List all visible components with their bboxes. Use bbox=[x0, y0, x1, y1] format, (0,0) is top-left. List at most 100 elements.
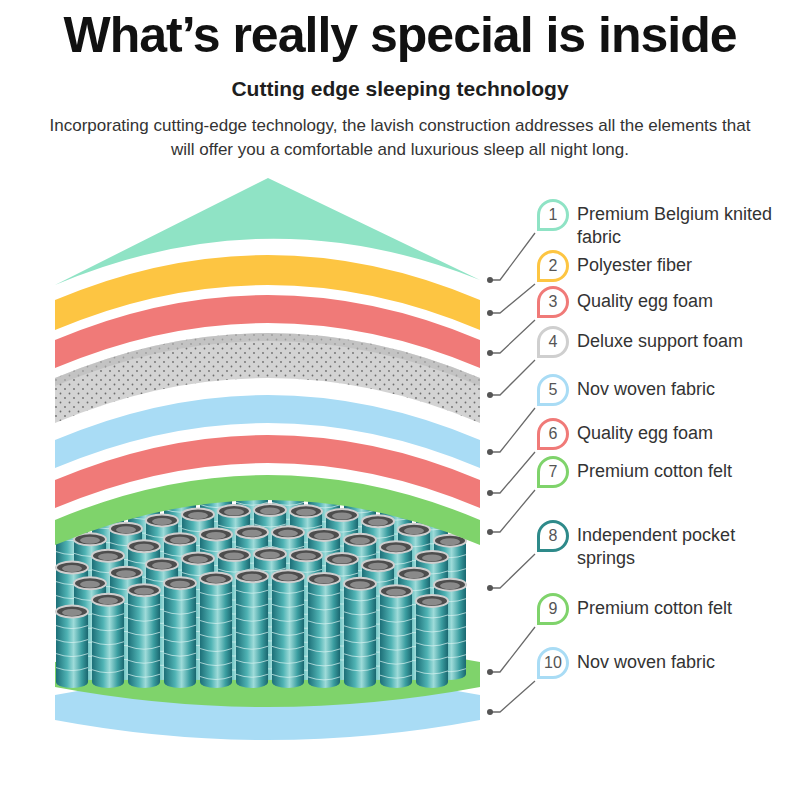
callout: 3Quality egg foam bbox=[537, 286, 782, 318]
layer-name: Quality egg foam bbox=[577, 286, 782, 313]
spring-top bbox=[398, 568, 430, 580]
spring-top-inner bbox=[224, 553, 244, 560]
spring-coil bbox=[128, 604, 160, 607]
spring-coil bbox=[380, 619, 412, 622]
spring-top-inner bbox=[314, 532, 334, 539]
spring-body bbox=[200, 579, 232, 682]
layer-name: Deluxe support foam bbox=[577, 326, 782, 353]
leader-dot bbox=[487, 350, 493, 356]
spring-top bbox=[236, 570, 268, 582]
spring-coil bbox=[200, 607, 232, 610]
spring-top bbox=[92, 550, 124, 562]
spring-top bbox=[74, 577, 106, 589]
leader-line bbox=[490, 360, 535, 395]
spring-top bbox=[182, 553, 214, 565]
leader-line bbox=[490, 320, 535, 353]
spring-coil bbox=[92, 670, 124, 673]
spring-top-inner bbox=[224, 509, 244, 516]
spring-coil bbox=[344, 598, 376, 601]
spring-coil bbox=[416, 671, 448, 674]
spring-coil bbox=[200, 593, 232, 596]
spring-coil bbox=[56, 668, 88, 671]
spring-coil bbox=[164, 625, 196, 628]
spring-top bbox=[308, 573, 340, 585]
callout: 4Deluxe support foam bbox=[537, 326, 782, 358]
leader-lines bbox=[487, 233, 535, 715]
leader-dot bbox=[487, 310, 493, 316]
spring-top bbox=[128, 540, 160, 552]
callout: 1Premium Belgium knited fabric bbox=[537, 199, 782, 249]
spring-coil bbox=[272, 674, 304, 677]
layer-name: Premium cotton felt bbox=[577, 593, 782, 620]
spring-coil bbox=[128, 646, 160, 649]
spring-coil bbox=[416, 615, 448, 618]
spring-top bbox=[110, 523, 142, 535]
spring-top bbox=[344, 578, 376, 590]
leader-line bbox=[490, 627, 535, 672]
spring-coil bbox=[416, 629, 448, 632]
spring-top-inner bbox=[350, 537, 370, 544]
callout: 10Nov woven fabric bbox=[537, 647, 782, 679]
spring-coil bbox=[92, 656, 124, 659]
spring-top bbox=[380, 541, 412, 553]
spring-top-inner bbox=[134, 544, 154, 551]
spring-top bbox=[218, 549, 250, 561]
spring-coil bbox=[272, 646, 304, 649]
leader-line bbox=[490, 233, 535, 280]
spring-top-inner bbox=[332, 557, 352, 564]
spring-coil bbox=[380, 633, 412, 636]
spring-top-inner bbox=[386, 589, 406, 596]
spring-body bbox=[164, 583, 196, 682]
spring-coil bbox=[236, 646, 268, 649]
spring-top bbox=[164, 577, 196, 589]
callout-number: 6 bbox=[537, 418, 569, 450]
page-title: What’s really special is inside bbox=[0, 6, 800, 64]
spring-top-inner bbox=[134, 588, 154, 595]
spring-top-inner bbox=[368, 563, 388, 570]
spring-coil bbox=[308, 607, 340, 610]
spring-top bbox=[326, 509, 358, 521]
spring-top-inner bbox=[278, 530, 298, 537]
spring-top-inner bbox=[62, 565, 82, 572]
spring-coil bbox=[308, 663, 340, 666]
spring-top-inner bbox=[278, 574, 298, 581]
spring-coil bbox=[200, 649, 232, 652]
spring-top bbox=[56, 606, 88, 618]
spring-coil bbox=[56, 640, 88, 643]
spring-top bbox=[182, 509, 214, 521]
spring-top bbox=[362, 559, 394, 571]
spring-coil bbox=[416, 643, 448, 646]
spring-top-inner bbox=[206, 576, 226, 583]
spring-coil bbox=[308, 621, 340, 624]
spring-coil bbox=[308, 649, 340, 652]
spring-top bbox=[272, 526, 304, 538]
spring-top bbox=[398, 524, 430, 536]
spring-top-inner bbox=[152, 562, 172, 569]
spring-coil bbox=[92, 642, 124, 645]
layer-support-foam-side bbox=[55, 333, 480, 423]
spring-body bbox=[272, 576, 304, 682]
subtitle: Cutting edge sleeping technology bbox=[40, 76, 760, 102]
spring-coil bbox=[164, 653, 196, 656]
spring-coil bbox=[380, 605, 412, 608]
spring-body bbox=[380, 591, 412, 682]
spring-top-inner bbox=[440, 582, 460, 589]
layer-nonwoven bbox=[55, 395, 480, 468]
leader-dot bbox=[487, 709, 493, 715]
layer-name: Nov woven fabric bbox=[577, 374, 782, 401]
spring-top bbox=[308, 529, 340, 541]
spring-coil bbox=[416, 657, 448, 660]
spring-top-inner bbox=[422, 554, 442, 561]
spring-coil bbox=[164, 667, 196, 670]
spring-top bbox=[92, 594, 124, 606]
callout-number: 2 bbox=[537, 250, 569, 282]
leader-line bbox=[490, 681, 535, 712]
callout: 6Quality egg foam bbox=[537, 418, 782, 450]
spring-body bbox=[56, 612, 88, 682]
layer-felt bbox=[55, 475, 480, 545]
intro-text: Incorporating cutting-edge technology, t… bbox=[40, 114, 760, 162]
spring-coil bbox=[272, 618, 304, 621]
spring-top bbox=[146, 514, 178, 526]
callout: 7Premium cotton felt bbox=[537, 456, 782, 488]
spring-coil bbox=[344, 654, 376, 657]
